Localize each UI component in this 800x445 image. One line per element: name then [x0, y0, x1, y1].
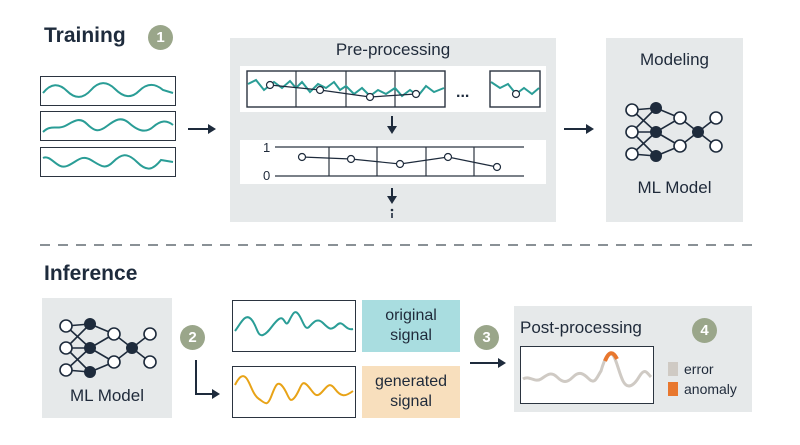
- postprocessing-title: Post-processing: [520, 318, 642, 337]
- training-title: Training: [44, 24, 126, 47]
- arrow-to-modeling: [564, 124, 594, 134]
- modeling-title: Modeling: [640, 50, 709, 69]
- y-axis-label-1: 1: [263, 140, 271, 155]
- generated-label-line1: generated: [374, 373, 448, 390]
- original-signal-label: original signal: [362, 300, 460, 352]
- legend-error-label: error: [684, 361, 714, 377]
- step-badge-2: 2: [180, 325, 205, 350]
- preprocessing-title: Pre-processing: [335, 40, 451, 59]
- training-signal-3: [40, 147, 176, 177]
- arrow-down-2: [387, 188, 397, 218]
- arrow-to-generated: [195, 360, 220, 399]
- inference-title: Inference: [44, 262, 138, 285]
- arrow-to-preprocessing: [188, 124, 216, 134]
- windowed-signal-row: [240, 66, 546, 112]
- neural-network-icon: [625, 102, 723, 162]
- training-signal-1: [40, 76, 176, 106]
- inference-model-label: ML Model: [69, 386, 144, 405]
- legend-error-swatch: [668, 362, 678, 376]
- generated-label-line2: signal: [390, 393, 432, 410]
- generated-signal-plot: [232, 366, 356, 418]
- error-plot: [520, 346, 654, 404]
- step-badge-4: 4: [692, 318, 717, 343]
- original-label-line1: original: [385, 307, 437, 324]
- step-badge-1: 1: [148, 25, 173, 50]
- legend-anomaly-swatch: [668, 382, 678, 396]
- normalized-series-row: [240, 140, 546, 184]
- neural-network-icon-inference: [59, 318, 157, 378]
- original-label-line2: signal: [390, 327, 432, 344]
- generated-signal-label: generated signal: [362, 366, 460, 418]
- y-axis-label-0: 0: [263, 168, 271, 183]
- modeling-model-label: ML Model: [637, 178, 712, 197]
- arrow-to-postprocessing: [470, 358, 506, 368]
- training-signal-2: [40, 111, 176, 141]
- arrow-down-1: [387, 116, 397, 134]
- step-badge-3: 3: [474, 325, 499, 350]
- legend-anomaly-label: anomaly: [684, 381, 737, 397]
- window-ellipsis: ...: [456, 84, 470, 101]
- original-signal-plot: [232, 300, 356, 352]
- section-divider: [40, 244, 755, 246]
